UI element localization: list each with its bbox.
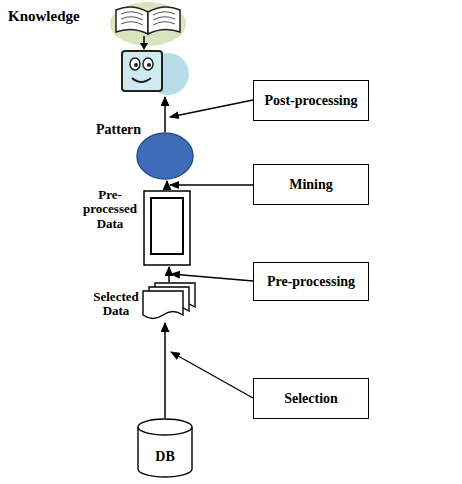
stage-label: Knowledge bbox=[8, 8, 108, 25]
ellipse-shape bbox=[136, 132, 194, 180]
process-box: Pre-processing bbox=[253, 262, 369, 301]
leader-line bbox=[170, 184, 253, 185]
stage-label: Selected Data bbox=[86, 290, 146, 319]
process-box: Selection bbox=[253, 378, 369, 419]
stage-label: Pattern bbox=[96, 122, 148, 137]
leader-line bbox=[170, 100, 253, 117]
cyl-shape bbox=[137, 418, 193, 478]
flow-arrow bbox=[168, 267, 170, 282]
process-label: Pre-processing bbox=[267, 274, 355, 289]
stage-node: Pattern bbox=[94, 118, 196, 182]
stage-label: Pre-processed Data bbox=[78, 188, 142, 231]
flow-arrow bbox=[164, 323, 166, 418]
process-box: Mining bbox=[253, 164, 369, 205]
flow-arrow bbox=[164, 97, 166, 132]
pages-shape bbox=[142, 282, 196, 322]
process-label: Selection bbox=[284, 391, 338, 406]
stage-node: Pre-processed Data bbox=[78, 188, 192, 266]
process-label: Post-processing bbox=[264, 93, 357, 108]
leader-line bbox=[171, 352, 253, 398]
stage-label: DB bbox=[137, 449, 193, 464]
stage-node: Knowledge bbox=[6, 0, 192, 98]
stage-node: DB bbox=[137, 418, 193, 478]
monitor-shape bbox=[143, 190, 191, 266]
leader-line bbox=[171, 274, 253, 281]
process-label: Mining bbox=[289, 177, 333, 192]
process-box: Post-processing bbox=[253, 80, 369, 121]
stage-node: Selected Data bbox=[86, 282, 198, 324]
know-shape bbox=[108, 0, 192, 96]
flow-arrow bbox=[166, 181, 168, 190]
